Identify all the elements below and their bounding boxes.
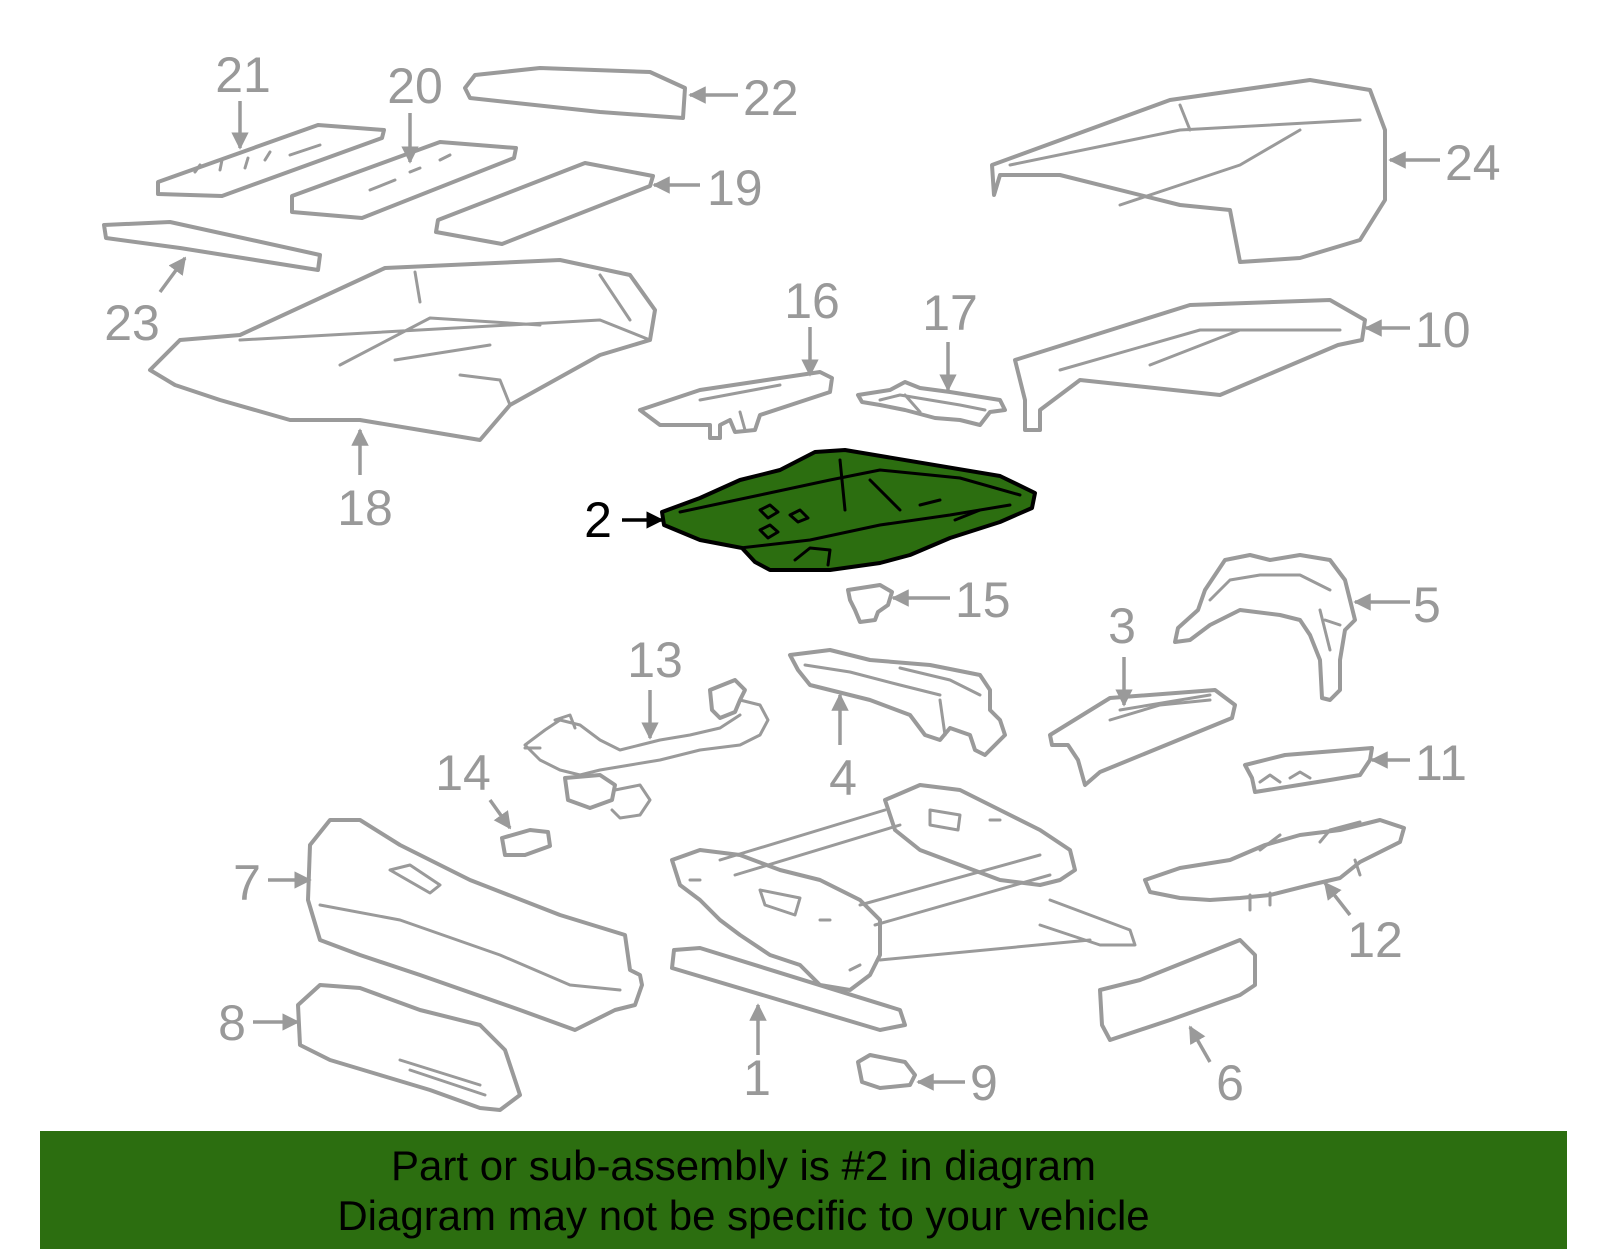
callout-4: 4: [829, 750, 857, 806]
callout-9: 9: [970, 1055, 998, 1111]
callout-18: 18: [337, 480, 393, 536]
callout-8: 8: [218, 995, 246, 1051]
part-1-seat-adjuster[interactable]: [670, 783, 1137, 1032]
part-23-trim-strip[interactable]: [102, 220, 322, 272]
callout-3: 3: [1108, 598, 1136, 654]
part-20-heater-mat[interactable]: [290, 140, 518, 220]
part-4-track-frame[interactable]: [788, 648, 1007, 757]
part-24-cushion-cover[interactable]: [990, 78, 1387, 264]
part-5-bracket[interactable]: [1173, 553, 1357, 702]
part-15-clip[interactable]: [846, 583, 894, 624]
callout-6: 6: [1216, 1055, 1244, 1111]
callout-14: 14: [435, 745, 491, 801]
part-16-bracket[interactable]: [638, 370, 834, 440]
part-12-bracket[interactable]: [1143, 818, 1406, 912]
part-10-foam-pad[interactable]: [1013, 298, 1367, 432]
callout-1: 1: [743, 1050, 771, 1106]
callout-17: 17: [922, 285, 978, 341]
part-14-plug[interactable]: [500, 828, 552, 857]
info-banner: Part or sub-assembly is #2 in diagram Di…: [40, 1131, 1567, 1249]
callout-20: 20: [387, 58, 443, 114]
callout-13: 13: [627, 632, 683, 688]
callout-21: 21: [215, 47, 271, 103]
callout-22: 22: [743, 70, 799, 126]
part-21-heater-mat[interactable]: [156, 123, 386, 198]
callout-19: 19: [707, 160, 763, 216]
part-22-foam-pad[interactable]: [463, 66, 687, 120]
callout-16: 16: [784, 273, 840, 329]
callout-15: 15: [955, 572, 1011, 628]
callout-2: 2: [584, 492, 612, 548]
part-2-seat-pan[interactable]: [660, 448, 1037, 572]
callout-11: 11: [1415, 735, 1467, 791]
callout-23: 23: [104, 295, 160, 351]
callout-10: 10: [1415, 302, 1471, 358]
part-7-side-shield[interactable]: [306, 818, 644, 1032]
leader-arrows: [158, 86, 1440, 1091]
banner-disclaimer-line: Diagram may not be specific to your vehi…: [337, 1192, 1150, 1239]
callout-24: 24: [1445, 135, 1501, 191]
part-3-side-trim[interactable]: [1048, 688, 1237, 787]
part-18-cushion-cover[interactable]: [148, 258, 657, 442]
part-6-cover[interactable]: [1098, 938, 1257, 1042]
callout-7: 7: [233, 855, 261, 911]
part-8-side-trim[interactable]: [296, 983, 522, 1112]
callout-12: 12: [1347, 912, 1403, 968]
banner-part-line: Part or sub-assembly is #2 in diagram: [391, 1142, 1096, 1189]
part-9-cover[interactable]: [856, 1053, 917, 1090]
callout-labels: 21 20 22 19 23 24 16 17 10 18 2 15 5 3 4…: [104, 47, 1500, 1111]
part-13-wiring-harness[interactable]: [523, 678, 770, 820]
part-11-switch[interactable]: [1243, 746, 1374, 794]
part-17-wire-spring[interactable]: [856, 380, 1007, 427]
part-19-foam-pad[interactable]: [434, 161, 655, 246]
callout-5: 5: [1413, 577, 1441, 633]
